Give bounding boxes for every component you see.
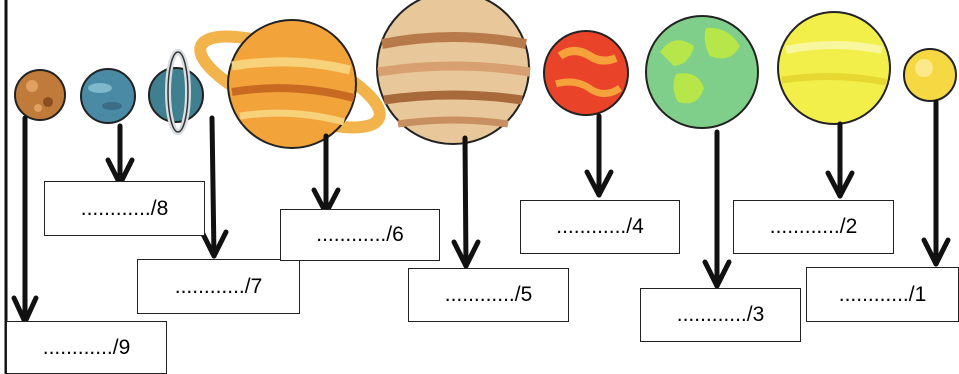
answer-label-5: ............/5 <box>444 283 533 306</box>
planet-7-icon <box>148 49 204 135</box>
answer-label-3: ............/3 <box>676 303 765 326</box>
planet-8-icon <box>80 68 136 124</box>
planet-5-icon <box>376 0 531 145</box>
answer-box-9[interactable]: ............/9 <box>6 321 167 374</box>
planet-1-icon <box>903 48 957 102</box>
answer-label-6: ............/6 <box>316 223 404 246</box>
answer-label-9: ............/9 <box>42 335 131 359</box>
answer-box-1[interactable]: ............/1 <box>806 267 959 322</box>
answer-label-7: ............/7 <box>174 274 263 298</box>
answer-box-6[interactable]: ............/6 <box>280 209 440 261</box>
answer-label-2: ............/2 <box>769 215 858 238</box>
answer-box-4[interactable]: ............/4 <box>520 200 680 254</box>
answer-label-4: ............/4 <box>556 215 644 238</box>
answer-box-2[interactable]: ............/2 <box>733 200 894 254</box>
answer-box-3[interactable]: ............/3 <box>640 288 801 342</box>
planet-6-icon <box>194 19 386 149</box>
arrow-5 <box>462 135 469 269</box>
planet-4-icon <box>543 30 629 116</box>
answer-label-1: ............/1 <box>838 282 927 306</box>
planet-2-icon <box>777 11 891 125</box>
planet-9-icon <box>14 69 66 121</box>
planet-3-icon <box>645 15 759 129</box>
answer-box-5[interactable]: ............/5 <box>408 268 569 322</box>
arrow-7 <box>209 115 217 259</box>
answer-box-8[interactable]: ............/8 <box>44 181 205 236</box>
answer-label-8: ............/8 <box>80 196 169 220</box>
answer-box-7[interactable]: ............/7 <box>137 259 300 314</box>
